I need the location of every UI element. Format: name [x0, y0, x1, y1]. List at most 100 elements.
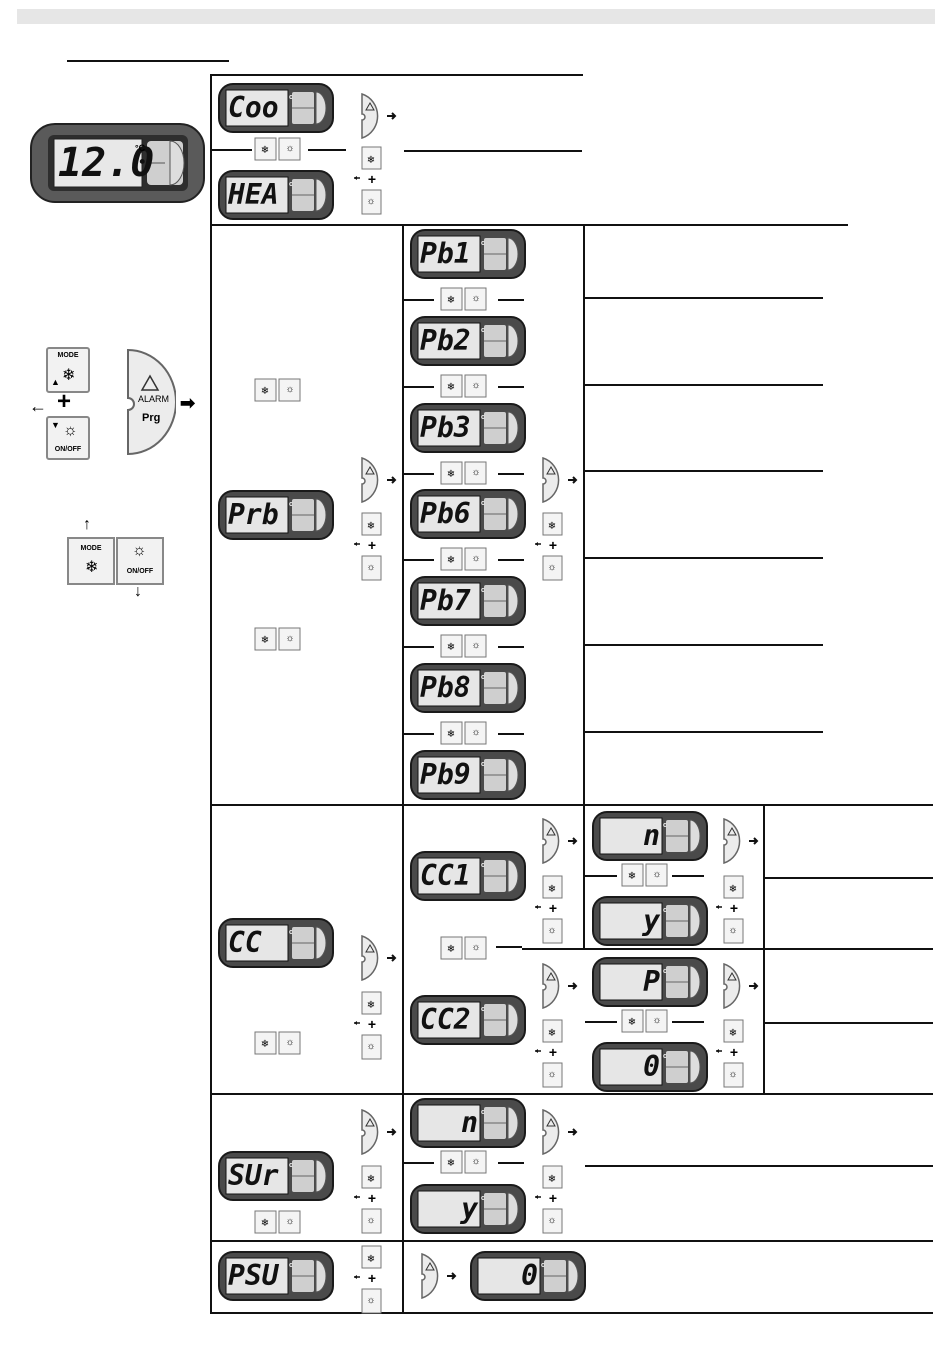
- divider-probe-cc: [210, 804, 933, 806]
- alarm-prg-button[interactable]: [360, 92, 397, 140]
- svg-text:☼: ☼: [285, 384, 294, 395]
- alarm-prg-button[interactable]: [541, 817, 578, 865]
- display-sur-n-text: n: [461, 1106, 478, 1139]
- display-probe-6-text: Pb9: [420, 758, 471, 791]
- mode-plus-onoff-stack[interactable]: ❄+☼: [354, 991, 382, 1061]
- connector: [672, 875, 704, 877]
- plus-icon: +: [57, 388, 72, 415]
- right-arrow-icon: ➡: [180, 393, 196, 413]
- left-arrow-icon: ←: [29, 396, 47, 416]
- svg-text:c: c: [663, 907, 667, 914]
- mode-onoff-button-pair[interactable]: ❄☼: [621, 1009, 669, 1033]
- mode-onoff-button-pair[interactable]: ❄☼: [254, 1210, 302, 1234]
- alarm-prg-button[interactable]: [541, 1108, 578, 1156]
- mode-onoff-button-pair[interactable]: ❄☼: [254, 378, 302, 402]
- mode-plus-onoff-stack[interactable]: ❄+☼: [535, 1165, 563, 1235]
- display-cc1-text: CC1: [420, 859, 471, 892]
- svg-text:+: +: [549, 537, 557, 553]
- mode-onoff-button-pair[interactable]: ❄☼: [440, 936, 488, 960]
- probe-row-line-4: [585, 557, 823, 559]
- alarm-prg-button[interactable]: [360, 456, 397, 504]
- alarm-prg-button[interactable]: [360, 1108, 397, 1156]
- alarm-prg-button[interactable]: [420, 1252, 457, 1300]
- svg-text:❄: ❄: [628, 871, 636, 882]
- main-display-value: 12.0: [58, 140, 155, 186]
- svg-text:☼: ☼: [285, 633, 294, 644]
- alarm-prg-button[interactable]: [360, 934, 397, 982]
- up-arrow-icon: ↑: [83, 516, 91, 533]
- mode-plus-onoff-stack[interactable]: ❄+☼: [535, 512, 563, 582]
- connector: [498, 299, 524, 301]
- svg-text:☼: ☼: [366, 1215, 375, 1226]
- alarm-prg-button-large[interactable]: ALARM Prg: [126, 348, 177, 456]
- mode-label: MODE: [57, 352, 79, 359]
- svg-text:☼: ☼: [471, 727, 480, 738]
- cc1-row-line: [765, 877, 933, 879]
- svg-text:☼: ☼: [728, 1069, 737, 1080]
- alarm-prg-button[interactable]: [541, 962, 578, 1010]
- snowflake-icon: ❄: [85, 559, 99, 576]
- mode-button-large[interactable]: MODE ❄ ▲: [46, 347, 90, 393]
- mode-plus-onoff-stack[interactable]: ❄+☼: [354, 146, 382, 216]
- up-triangle-icon: ▲: [51, 377, 60, 387]
- onoff-down-button[interactable]: ☼ ON/OFF: [116, 537, 164, 585]
- mode-onoff-button-pair[interactable]: ❄☼: [621, 863, 669, 887]
- svg-text:❄: ❄: [628, 1017, 636, 1028]
- display-cc2-text: CC2: [420, 1003, 471, 1036]
- mode-onoff-button-pair[interactable]: ❄☼: [254, 1031, 302, 1055]
- alarm-prg-button[interactable]: [722, 962, 759, 1010]
- svg-text:❄: ❄: [367, 1254, 375, 1265]
- svg-text:☼: ☼: [471, 467, 480, 478]
- svg-text:+: +: [549, 1190, 557, 1206]
- mode-plus-onoff-stack[interactable]: ❄+☼: [716, 1019, 744, 1089]
- column2-line: [402, 224, 404, 1314]
- onoff-button-large[interactable]: ▼ ☼ ON/OFF: [46, 416, 90, 460]
- svg-text:☼: ☼: [547, 925, 556, 936]
- main-display: 12.0 °C: [30, 123, 205, 203]
- display-cc1-y-text: y: [643, 904, 660, 937]
- svg-text:c: c: [481, 1006, 485, 1013]
- mode-plus-onoff-stack[interactable]: ❄+☼: [716, 875, 744, 945]
- mode-onoff-button-pair[interactable]: ❄☼: [440, 634, 488, 658]
- mode-onoff-button-pair[interactable]: ❄☼: [440, 1150, 488, 1174]
- svg-text:+: +: [368, 1190, 376, 1206]
- mode-onoff-button-pair[interactable]: ❄☼: [440, 374, 488, 398]
- divider-cc-sur: [210, 1093, 933, 1095]
- mode-onoff-button-pair[interactable]: ❄☼: [254, 137, 302, 161]
- display-sur-y-text: y: [461, 1192, 478, 1225]
- mode-onoff-button-pair[interactable]: ❄☼: [440, 287, 488, 311]
- svg-text:❄: ❄: [447, 729, 455, 740]
- alarm-prg-button[interactable]: [722, 817, 759, 865]
- mode-onoff-button-pair[interactable]: ❄☼: [440, 547, 488, 571]
- connector: [212, 149, 252, 151]
- snowflake-icon: ❄: [62, 367, 76, 384]
- connector: [498, 1162, 524, 1164]
- mode-plus-onoff-stack[interactable]: ❄+☼: [354, 1245, 382, 1315]
- svg-text:c: c: [289, 929, 293, 936]
- mode-plus-onoff-stack[interactable]: ❄+☼: [535, 1019, 563, 1089]
- display-psu-text: PSU: [228, 1259, 279, 1292]
- mode-plus-onoff-stack[interactable]: ❄+☼: [354, 512, 382, 582]
- display-probe-0-text: Pb1: [420, 237, 471, 270]
- display-cc2-0-text: 0: [643, 1050, 660, 1083]
- mode-onoff-button-pair[interactable]: ❄☼: [254, 627, 302, 651]
- mode-up-button[interactable]: MODE ❄: [67, 537, 115, 585]
- mode-onoff-button-pair[interactable]: ❄☼: [440, 721, 488, 745]
- mode-onoff-button-pair[interactable]: ❄☼: [440, 461, 488, 485]
- mode-plus-onoff-stack[interactable]: ❄ + ☼: [354, 1165, 382, 1235]
- mode-plus-onoff-stack[interactable]: ❄+☼: [535, 875, 563, 945]
- svg-text:❄: ❄: [367, 1174, 375, 1185]
- connector: [585, 875, 617, 877]
- mode-row-line: [404, 150, 582, 152]
- alarm-prg-button[interactable]: [541, 456, 578, 504]
